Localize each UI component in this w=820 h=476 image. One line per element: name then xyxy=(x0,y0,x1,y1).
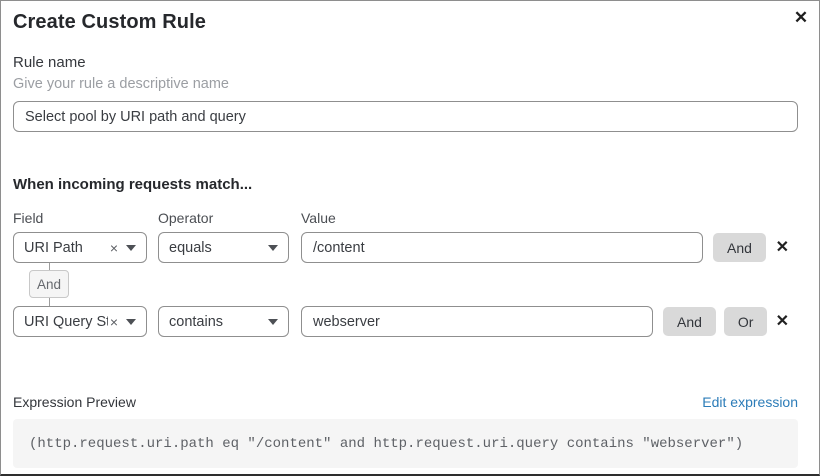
field-select-1[interactable]: URI Path × xyxy=(13,232,147,263)
field-select-2-value: URI Query St... xyxy=(24,313,108,330)
condition-connector: And xyxy=(29,263,69,306)
and-connector-badge: And xyxy=(29,270,69,298)
or-button-row2[interactable]: Or xyxy=(723,307,768,336)
field-select-1-value: URI Path xyxy=(24,239,83,256)
and-button-row2[interactable]: And xyxy=(663,307,716,336)
clear-selection-icon[interactable]: × xyxy=(109,239,118,256)
condition-row-1: URI Path × equals And ✕ xyxy=(13,232,798,263)
close-icon[interactable]: ✕ xyxy=(790,7,812,29)
expression-preview-label: Expression Preview xyxy=(13,394,136,410)
operator-select-2[interactable]: contains xyxy=(158,306,289,337)
column-labels: Field Operator Value xyxy=(13,210,798,226)
chevron-down-icon xyxy=(126,318,136,325)
dialog-content: Create Custom Rule Rule name Give your r… xyxy=(1,1,819,468)
connector-line xyxy=(48,263,50,270)
chevron-down-icon xyxy=(268,318,278,325)
remove-row-1-icon[interactable]: ✕ xyxy=(775,238,789,256)
operator-select-1[interactable]: equals xyxy=(158,232,289,263)
operator-column-label: Operator xyxy=(158,210,214,226)
field-column-label: Field xyxy=(13,210,44,226)
rule-name-input[interactable] xyxy=(13,101,798,132)
edit-expression-link[interactable]: Edit expression xyxy=(702,394,798,410)
remove-row-2-icon[interactable]: ✕ xyxy=(775,312,789,330)
value-column-label: Value xyxy=(301,210,336,226)
chevron-down-icon xyxy=(268,244,278,251)
value-input-2[interactable] xyxy=(301,306,653,337)
expression-code-block: (http.request.uri.path eq "/content" and… xyxy=(13,419,798,468)
rule-name-label: Rule name xyxy=(13,54,86,71)
and-button-row1[interactable]: And xyxy=(713,233,766,262)
field-select-2[interactable]: URI Query St... × xyxy=(13,306,147,337)
clear-selection-icon[interactable]: × xyxy=(109,313,118,330)
rule-name-hint: Give your rule a descriptive name xyxy=(13,76,229,92)
expression-code: (http.request.uri.path eq "/content" and… xyxy=(29,435,744,452)
connector-line xyxy=(48,298,50,306)
page-title: Create Custom Rule xyxy=(13,11,206,33)
operator-select-2-value: contains xyxy=(169,313,224,330)
chevron-down-icon xyxy=(126,244,136,251)
operator-select-1-value: equals xyxy=(169,239,212,256)
match-heading: When incoming requests match... xyxy=(13,176,253,193)
expression-preview-header: Expression Preview Edit expression xyxy=(13,394,798,410)
value-input-1[interactable] xyxy=(301,232,703,263)
condition-row-2: URI Query St... × contains And Or ✕ xyxy=(13,306,798,337)
